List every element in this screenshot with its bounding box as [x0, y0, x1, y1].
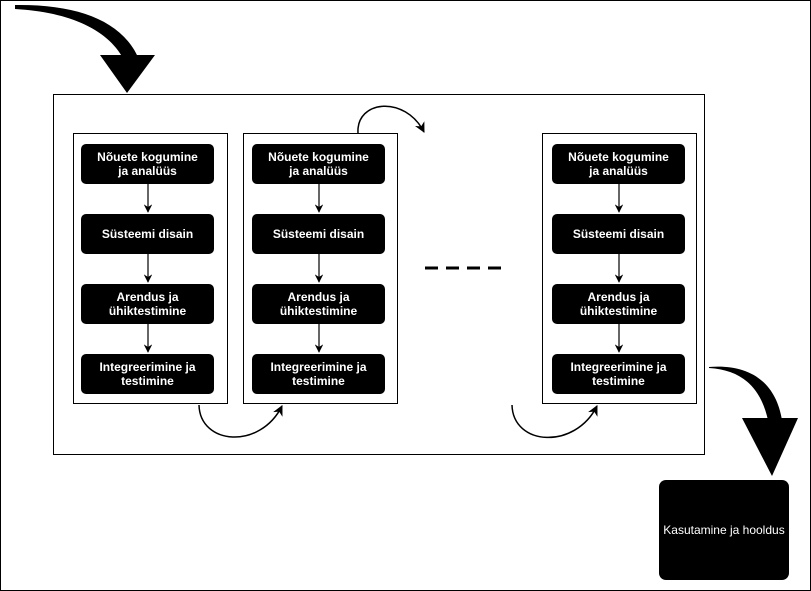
iteration-3-step-integration: Integreerimine ja testimine — [552, 354, 685, 394]
iteration-1-step-design: Süsteemi disain — [81, 214, 214, 254]
iteration-1-step-integration: Integreerimine ja testimine — [81, 354, 214, 394]
iteration-1-step-development: Arendus ja ühiktestimine — [81, 284, 214, 324]
iteration-2-step-requirements: Nõuete kogumine ja analüüs — [252, 144, 385, 184]
iteration-2-step-design: Süsteemi disain — [252, 214, 385, 254]
final-step-maintenance: Kasutamine ja hooldus — [659, 480, 789, 580]
iteration-2-step-integration: Integreerimine ja testimine — [252, 354, 385, 394]
iteration-3-step-requirements: Nõuete kogumine ja analüüs — [552, 144, 685, 184]
iteration-1-step-requirements: Nõuete kogumine ja analüüs — [81, 144, 214, 184]
iteration-2-step-development: Arendus ja ühiktestimine — [252, 284, 385, 324]
iteration-3-step-development: Arendus ja ühiktestimine — [552, 284, 685, 324]
iteration-3-step-design: Süsteemi disain — [552, 214, 685, 254]
